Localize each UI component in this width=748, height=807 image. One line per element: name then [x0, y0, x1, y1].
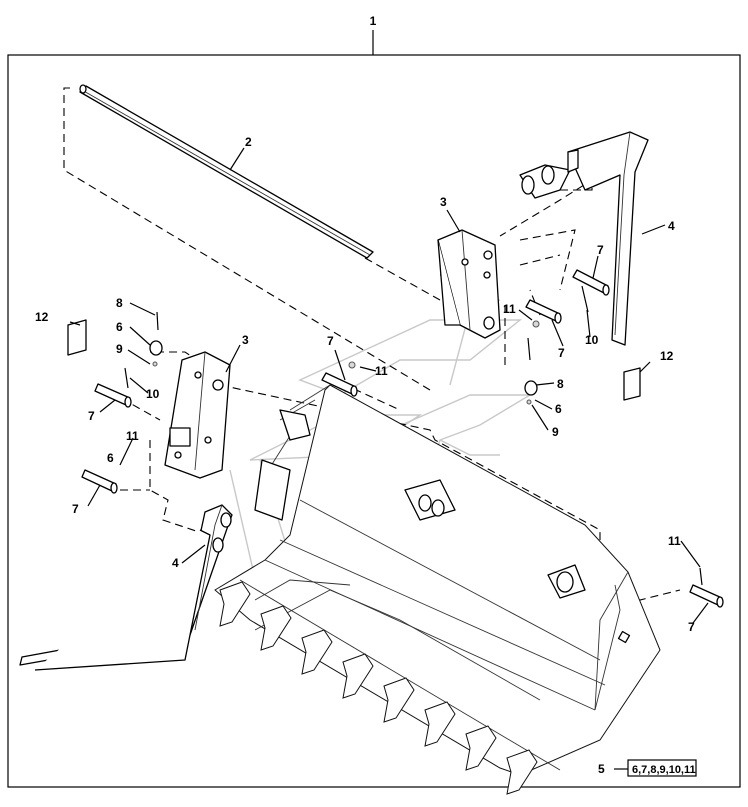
pin-bottom-right [689, 567, 724, 608]
bucket-tooth [301, 629, 333, 675]
pins-right-group [524, 269, 610, 405]
callout-8-right: 8 [557, 377, 564, 391]
callout-3-right: 3 [440, 195, 447, 209]
kit-item-number: 5 [598, 762, 605, 776]
assembly-frame [7, 54, 741, 788]
callout-7-left-upper: 7 [88, 409, 95, 423]
bucket-tooth [342, 653, 374, 699]
callout-11-center: 11 [375, 364, 388, 378]
kit-contents: 6,7,8,9,10,11 [632, 764, 696, 776]
loader-bucket [214, 384, 661, 776]
kit-contents-box [627, 759, 697, 777]
callout-9-left: 9 [116, 342, 123, 356]
bucket-tooth [383, 677, 415, 723]
callout-11-left: 11 [126, 429, 139, 443]
bracket-right [437, 229, 501, 339]
callout-7-center: 7 [327, 334, 334, 348]
bucket-tooth [260, 605, 292, 651]
assembly-label: 1 [370, 14, 377, 28]
callout-11-bottom-right: 11 [668, 534, 681, 548]
callout-4-right: 4 [668, 219, 675, 233]
callout-6-right: 6 [555, 402, 562, 416]
callout-10-right: 10 [585, 333, 599, 347]
callout-9-right: 9 [552, 425, 559, 439]
callout-2: 2 [245, 135, 252, 149]
callout-leaders [69, 147, 709, 770]
bucket-tooth [506, 749, 538, 795]
bucket-tooth [424, 701, 456, 747]
callouts: 2 3 3 4 4 6 6 6 7 7 7 7 7 7 7 8 8 9 9 10… [35, 135, 695, 634]
bucket-tooth [465, 725, 497, 771]
callout-6-left-upper: 6 [116, 320, 123, 334]
callout-4-left: 4 [172, 556, 179, 570]
callout-7-right-upper: 7 [597, 243, 604, 257]
callout-7-bottom-right: 7 [688, 620, 695, 634]
cross-bar [79, 84, 374, 259]
callout-7-left-lower: 7 [72, 502, 79, 516]
pins-left-group [81, 311, 358, 494]
callout-12-right: 12 [660, 349, 674, 363]
kit-reference: 5 6,7,8,9,10,11 [598, 759, 697, 777]
bucket-teeth [219, 581, 538, 795]
decal-left [67, 319, 87, 356]
callout-7-right-mid: 7 [558, 346, 565, 360]
decal-right [623, 367, 641, 401]
callout-12-left: 12 [35, 310, 49, 324]
bracket-left [164, 351, 231, 479]
callout-10-left: 10 [146, 387, 160, 401]
callout-8-left: 8 [116, 296, 123, 310]
fork-left [19, 504, 233, 671]
callout-11-right: 11 [503, 302, 516, 316]
bucket-tooth [219, 581, 251, 627]
fork-right [519, 131, 649, 346]
callout-6-left-lower: 6 [107, 451, 114, 465]
callout-3-left: 3 [242, 333, 249, 347]
